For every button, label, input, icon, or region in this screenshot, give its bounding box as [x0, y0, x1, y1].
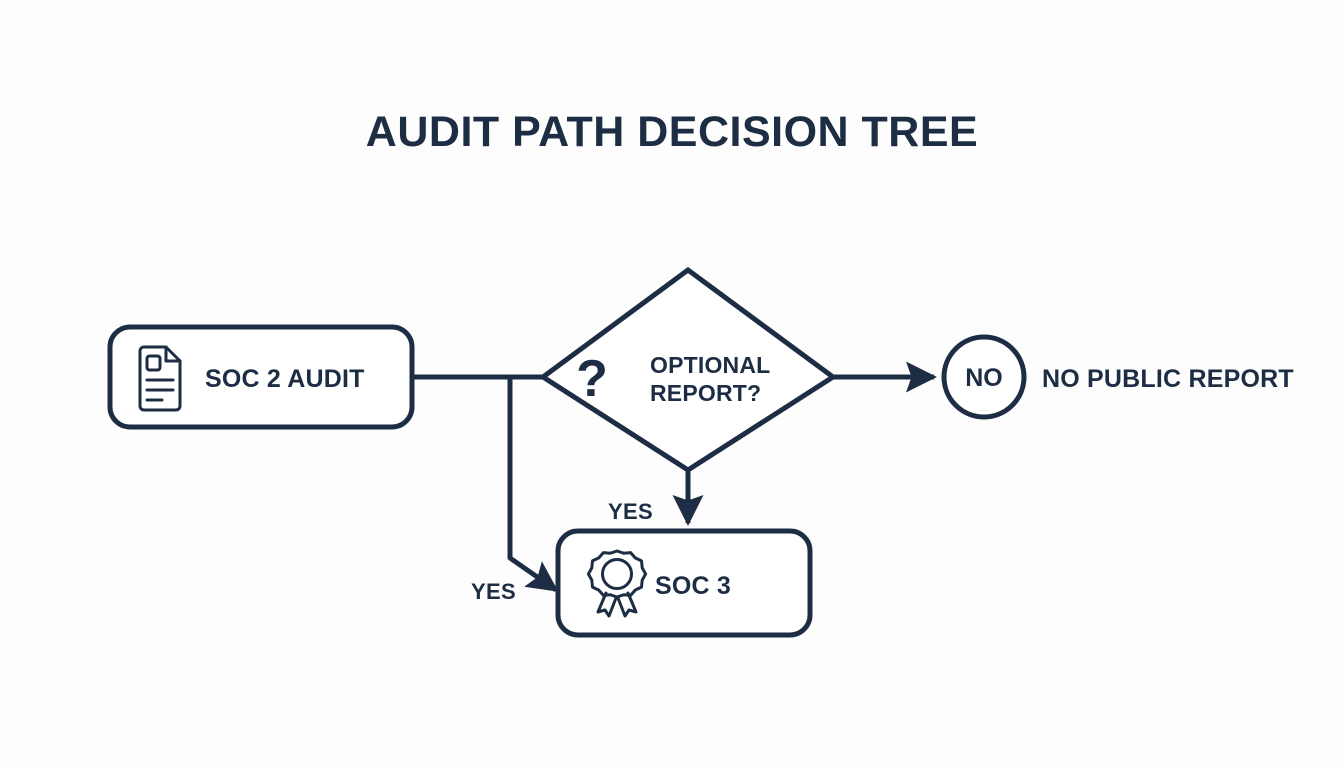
- optional-report-diamond[interactable]: [538, 266, 838, 473]
- no-badge-text: NO: [965, 364, 1003, 392]
- award-rosette-icon: [586, 549, 648, 618]
- soc2-audit-label: SOC 2 AUDIT: [205, 365, 365, 393]
- optional-report-label-line2: REPORT?: [650, 380, 761, 406]
- document-icon: [138, 345, 182, 412]
- edge-label-decision-to-soc3: YES: [608, 499, 653, 524]
- soc3-label: SOC 3: [655, 572, 731, 600]
- no-badge-circle[interactable]: [941, 334, 1027, 420]
- node-soc2-audit[interactable]: SOC 2 AUDIT: [107, 324, 415, 430]
- edge-label-branch-to-soc3: YES: [471, 579, 516, 604]
- soc2-audit-box[interactable]: [107, 324, 415, 430]
- node-optional-report-decision[interactable]: ? OPTIONAL REPORT?: [538, 266, 838, 473]
- connector-group: [412, 361, 938, 593]
- question-mark-icon: ?: [576, 350, 608, 408]
- no-public-report-label: NO PUBLIC REPORT: [1042, 365, 1294, 393]
- node-no-public-report[interactable]: NO NO PUBLIC REPORT: [941, 334, 1294, 420]
- node-soc3[interactable]: SOC 3: [555, 528, 813, 638]
- optional-report-label-line1: OPTIONAL: [650, 352, 770, 378]
- edge-branch-to-soc3: [507, 377, 559, 593]
- page-title: AUDIT PATH DECISION TREE: [366, 108, 978, 156]
